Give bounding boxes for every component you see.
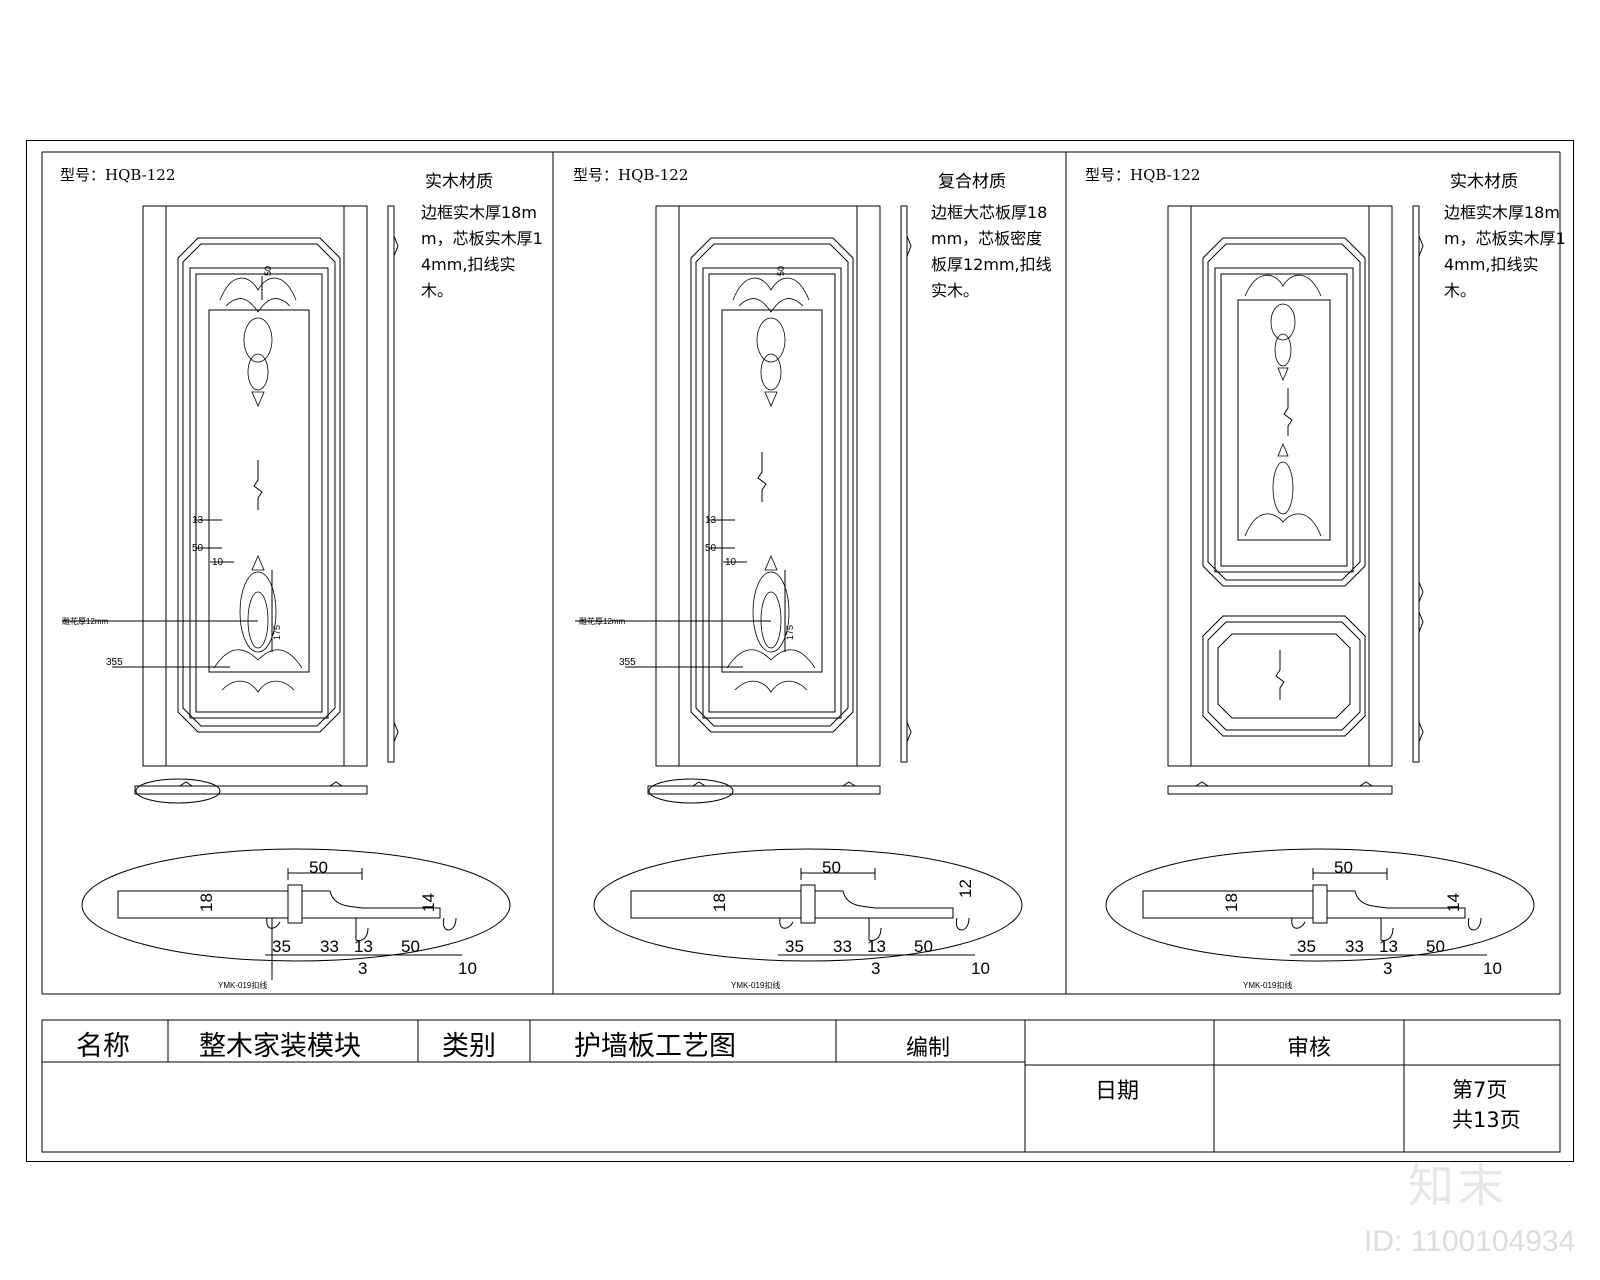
title-compiled-label: 编制 (906, 1036, 951, 1061)
p1-dim-50v: 50 (263, 266, 273, 276)
p1-dim-10: 10 (212, 557, 224, 568)
title-review-label: 审核 (1287, 1036, 1332, 1061)
p1-sec-13: 13 (354, 937, 373, 956)
panel-1-material: 实木材质 (425, 172, 493, 192)
p1-dim-175: 175 (272, 625, 282, 640)
panel-1-section-dims: 50 18 14 35 33 13 50 3 10 YMK-019扣线 (197, 858, 477, 990)
p2-sec-13: 13 (867, 937, 886, 956)
p1-dim-13: 13 (192, 515, 204, 526)
p2-sec-35: 35 (785, 937, 804, 956)
panel-2-section-detail (593, 848, 1023, 962)
file-id-watermark: ID: 1100104934 (1364, 1225, 1576, 1258)
p1-sec-50b: 50 (401, 937, 420, 956)
title-name-value: 整木家装模块 (199, 1031, 361, 1062)
p2-sec-18: 18 (710, 893, 729, 912)
title-name-label: 名称 (76, 1031, 130, 1062)
title-block-grid (41, 1019, 1561, 1153)
p3-sec-33: 33 (1345, 937, 1364, 956)
panel-2-section-dims: 50 18 12 35 33 13 50 3 10 YMK-019扣线 (710, 858, 990, 990)
p3-sec-50: 50 (1334, 858, 1353, 877)
p2-sec-50: 50 (822, 858, 841, 877)
title-date-label: 日期 (1095, 1079, 1140, 1104)
p2-dim-13: 13 (705, 515, 717, 526)
panel-2-front-dims: 13 50 10 雕花厚12mm 355 175 50 (579, 266, 795, 668)
p1-sec-profile: YMK-019扣线 (218, 980, 267, 990)
panel-1-description: 边框实木厚18mm，芯板实木厚14mm,扣线实木。 (421, 203, 543, 300)
p2-sec-50b: 50 (914, 937, 933, 956)
panel-2-model-label: 型号：HQB-122 (573, 166, 689, 184)
p3-sec-profile: YMK-019扣线 (1243, 980, 1292, 990)
p1-sec-14: 14 (419, 893, 438, 912)
p2-sec-33: 33 (833, 937, 852, 956)
title-category-label: 类别 (442, 1031, 496, 1062)
panel-1-front-dims: 13 50 10 雕花厚12mm 355 175 50 (62, 266, 282, 668)
p1-carving-note: 雕花厚12mm (62, 616, 109, 626)
p1-sec-18: 18 (197, 893, 216, 912)
title-page-current: 第7页 (1452, 1078, 1508, 1102)
p3-sec-10: 10 (1483, 959, 1502, 978)
title-category-value: 护墙板工艺图 (574, 1031, 736, 1062)
p1-dim-50: 50 (192, 543, 204, 554)
p2-dim-355: 355 (619, 657, 636, 668)
p1-sec-35: 35 (272, 937, 291, 956)
panel-1-front-view (62, 205, 399, 804)
p3-sec-35: 35 (1297, 937, 1316, 956)
panel-3-model-label: 型号：HQB-122 (1085, 166, 1201, 184)
p2-sec-3: 3 (871, 959, 880, 978)
panel-2-description: 边框大芯板厚18mm，芯板密度板厚12mm,扣线实木。 (931, 203, 1052, 300)
p3-sec-14: 14 (1444, 893, 1463, 912)
drawing-sheet-border (26, 140, 1574, 1162)
p2-dim-50: 50 (705, 543, 717, 554)
p3-sec-50b: 50 (1426, 937, 1445, 956)
brand-watermark: 知末 (1408, 1159, 1508, 1213)
p1-sec-10: 10 (458, 959, 477, 978)
p3-sec-3: 3 (1383, 959, 1392, 978)
p2-sec-profile: YMK-019扣线 (731, 980, 780, 990)
title-page-total: 共13页 (1452, 1108, 1521, 1132)
panel-3-section-dims: 50 18 14 35 33 13 50 3 10 YMK-019扣线 (1222, 858, 1502, 990)
panel-1-model-label: 型号：HQB-122 (60, 166, 176, 184)
panel-3-description: 边框实木厚18mm，芯板实木厚14mm,扣线实木。 (1444, 203, 1566, 300)
p1-sec-50: 50 (309, 858, 328, 877)
p2-dim-50v: 50 (776, 266, 786, 276)
p1-sec-3: 3 (358, 959, 367, 978)
panel-3-material: 实木材质 (1450, 172, 1518, 192)
p3-sec-13: 13 (1379, 937, 1398, 956)
p3-sec-18: 18 (1222, 893, 1241, 912)
p2-sec-12: 12 (956, 879, 975, 898)
panel-1-section-detail (81, 848, 511, 980)
p1-dim-355: 355 (106, 657, 123, 668)
panel-2-front-view (575, 205, 912, 804)
p2-carving-note: 雕花厚12mm (579, 616, 626, 626)
panel-3-front-view (1167, 205, 1424, 795)
panel-3-section-detail (1105, 848, 1535, 962)
p1-sec-33: 33 (320, 937, 339, 956)
panel-2-material: 复合材质 (938, 172, 1006, 192)
p2-dim-10: 10 (725, 557, 737, 568)
p2-sec-10: 10 (971, 959, 990, 978)
p2-dim-175: 175 (785, 625, 795, 640)
